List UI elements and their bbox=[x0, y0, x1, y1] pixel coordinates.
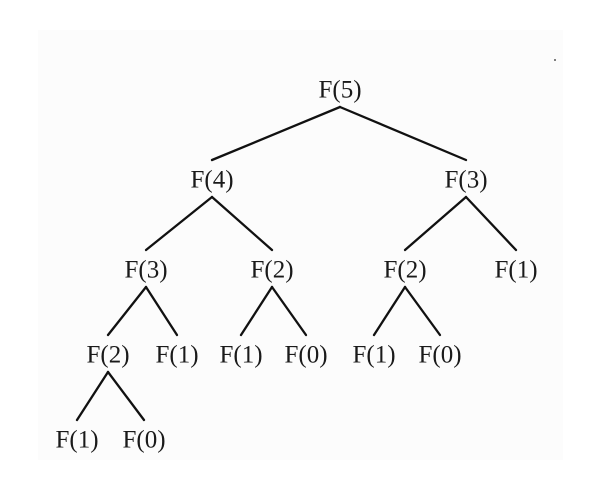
tree-node-n8: F(1) bbox=[155, 342, 198, 369]
tree-edge-n0-n2 bbox=[338, 105, 468, 162]
tree-edge-n2-n6 bbox=[464, 195, 518, 252]
tree-edge-n5-n11 bbox=[372, 285, 407, 337]
scan-speck bbox=[554, 59, 556, 61]
tree-node-n12: F(0) bbox=[418, 342, 461, 369]
tree-edge-n4-n10 bbox=[270, 285, 308, 337]
tree-edge-n1-n3 bbox=[144, 195, 214, 252]
tree-nodes: F(5) F(4) F(3) F(3) F(2) F(2) F(1) F(2) F(1) F(1)… bbox=[55, 77, 537, 454]
tree-edge-n5-n12 bbox=[403, 285, 442, 337]
tree-node-n0: F(5) bbox=[318, 77, 361, 104]
tree-node-n11: F(1) bbox=[352, 342, 395, 369]
tree-edge-n3-n7 bbox=[106, 285, 148, 337]
tree-edge-n3-n8 bbox=[144, 285, 179, 337]
tree-node-n1: F(4) bbox=[190, 167, 233, 194]
tree-node-n3: F(3) bbox=[124, 257, 167, 284]
tree-edge-n0-n1 bbox=[210, 105, 342, 162]
diagram-background bbox=[38, 30, 563, 460]
tree-node-n2: F(3) bbox=[444, 167, 487, 194]
tree-node-n4: F(2) bbox=[250, 257, 293, 284]
tree-edges bbox=[75, 105, 518, 422]
tree-edge-n7-n13 bbox=[75, 370, 110, 422]
tree-node-n13: F(1) bbox=[55, 427, 98, 454]
tree-edge-n7-n14 bbox=[106, 370, 146, 422]
tree-edge-n4-n9 bbox=[239, 285, 274, 337]
tree-edge-n1-n4 bbox=[210, 195, 274, 252]
tree-node-n14: F(0) bbox=[122, 427, 165, 454]
tree-node-n9: F(1) bbox=[219, 342, 262, 369]
tree-node-n5: F(2) bbox=[383, 257, 426, 284]
tree-node-n6: F(1) bbox=[494, 257, 537, 284]
tree-node-n7: F(2) bbox=[86, 342, 129, 369]
tree-node-n10: F(0) bbox=[284, 342, 327, 369]
tree-edge-n2-n5 bbox=[403, 195, 468, 252]
